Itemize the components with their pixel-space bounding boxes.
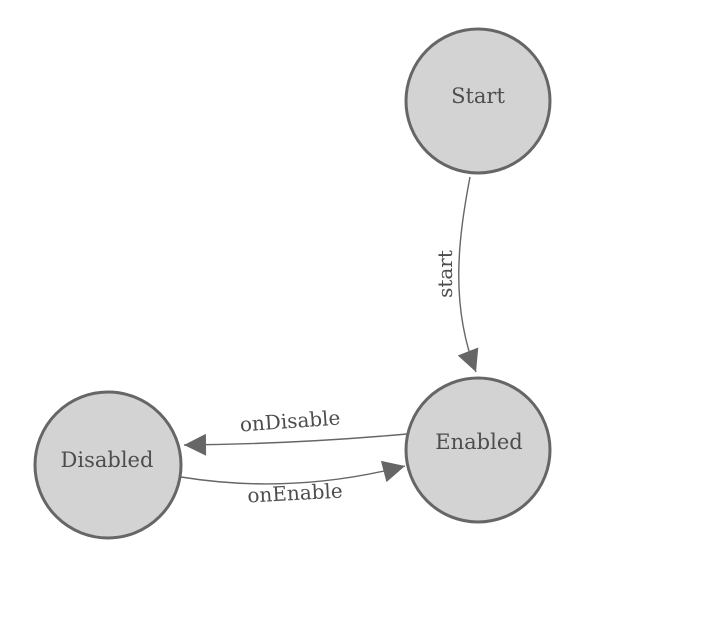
edge-enabled-to-disabled: onDisable (183, 406, 408, 456)
state-node-enabled: Enabled (404, 376, 552, 524)
state-node-disabled: Disabled (33, 390, 183, 540)
state-node-start: Start (404, 27, 552, 175)
edge-label-start: start (433, 250, 457, 298)
edge-line (183, 433, 408, 456)
edge-line (180, 460, 406, 485)
edge-label-ondisable: onDisable (239, 406, 341, 437)
node-label-start: Start (451, 84, 505, 108)
edge-line (457, 176, 479, 373)
edge-disabled-to-enabled: onEnable (180, 460, 406, 508)
node-label-enabled: Enabled (435, 430, 522, 454)
edge-label-onenable: onEnable (247, 479, 344, 508)
node-label-disabled: Disabled (61, 448, 154, 472)
node-circle (404, 376, 552, 524)
node-circle (404, 27, 552, 175)
node-circle (33, 390, 183, 540)
edge-start-to-enabled: start (433, 176, 479, 373)
